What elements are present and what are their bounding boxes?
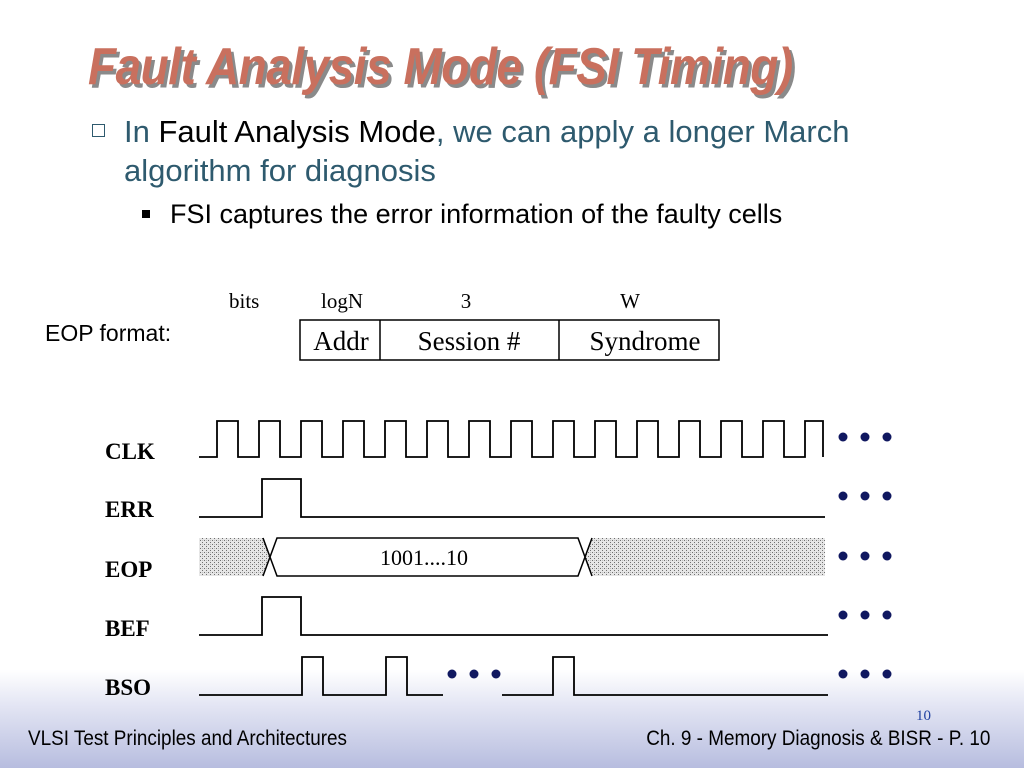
eop-undefined-region (199, 538, 270, 576)
signal-label-bef: BEF (105, 616, 150, 641)
ellipsis-dots-icon (838, 669, 892, 679)
clk-waveform (199, 420, 824, 458)
eop-format-label: EOP format: (45, 320, 172, 346)
signal-label-clk: CLK (105, 439, 155, 464)
bits-label: bits (229, 289, 259, 313)
footer-band (0, 670, 1024, 768)
session-bits-label: 3 (461, 289, 472, 313)
bso-waveform (199, 656, 828, 696)
eop-format-box (299, 319, 720, 361)
eop-format-table: bits logN 3 W Addr Session # Syndrome (229, 289, 720, 361)
bullet-prefix: In (124, 114, 159, 149)
ellipsis-dots-icon (838, 610, 892, 620)
continuation-dots (447, 432, 892, 679)
addr-bits-label: logN (321, 289, 363, 313)
signal-label-eop: EOP (105, 557, 152, 582)
bullet-level-1-text: In Fault Analysis Mode, we can apply a l… (124, 112, 856, 190)
field-addr: Addr (313, 326, 369, 356)
hollow-square-bullet-icon (92, 124, 105, 137)
ellipsis-dots-icon (838, 491, 892, 501)
field-syndrome: Syndrome (590, 326, 701, 356)
footer-chapter-page: Ch. 9 - Memory Diagnosis & BISR - P. 10 (645, 727, 990, 750)
signal-labels: CLK ERR EOP BEF BSO (105, 439, 155, 700)
signal-label-bso: BSO (105, 675, 151, 700)
eop-bus-value: 1001....10 (380, 545, 468, 570)
err-waveform (199, 478, 825, 518)
footer-course-title: VLSI Test Principles and Architectures (28, 727, 348, 750)
bef-waveform (199, 596, 828, 636)
syndrome-bits-label: W (620, 289, 640, 313)
eop-waveform: 1001....10 (199, 537, 825, 577)
mode-name: Fault Analysis Mode (158, 114, 436, 149)
square-bullet-icon (142, 210, 150, 218)
ellipsis-dots-icon (447, 669, 501, 679)
bullet-level-1: In Fault Analysis Mode, we can apply a l… (92, 112, 856, 190)
field-session: Session # (418, 326, 521, 356)
ellipsis-dots-icon (838, 432, 892, 442)
signal-label-err: ERR (105, 497, 154, 522)
slide-title: Fault Analysis Mode (FSI Timing) (88, 37, 793, 96)
ellipsis-dots-icon (838, 551, 892, 561)
eop-undefined-region (585, 538, 825, 576)
bullet-level-2-text: FSI captures the error information of th… (170, 199, 783, 229)
bullet-suffix: , we can apply a longer March algorithm … (124, 114, 850, 188)
bullet-level-2: FSI captures the error information of th… (142, 199, 882, 230)
page-number-small: 10 (916, 708, 931, 724)
